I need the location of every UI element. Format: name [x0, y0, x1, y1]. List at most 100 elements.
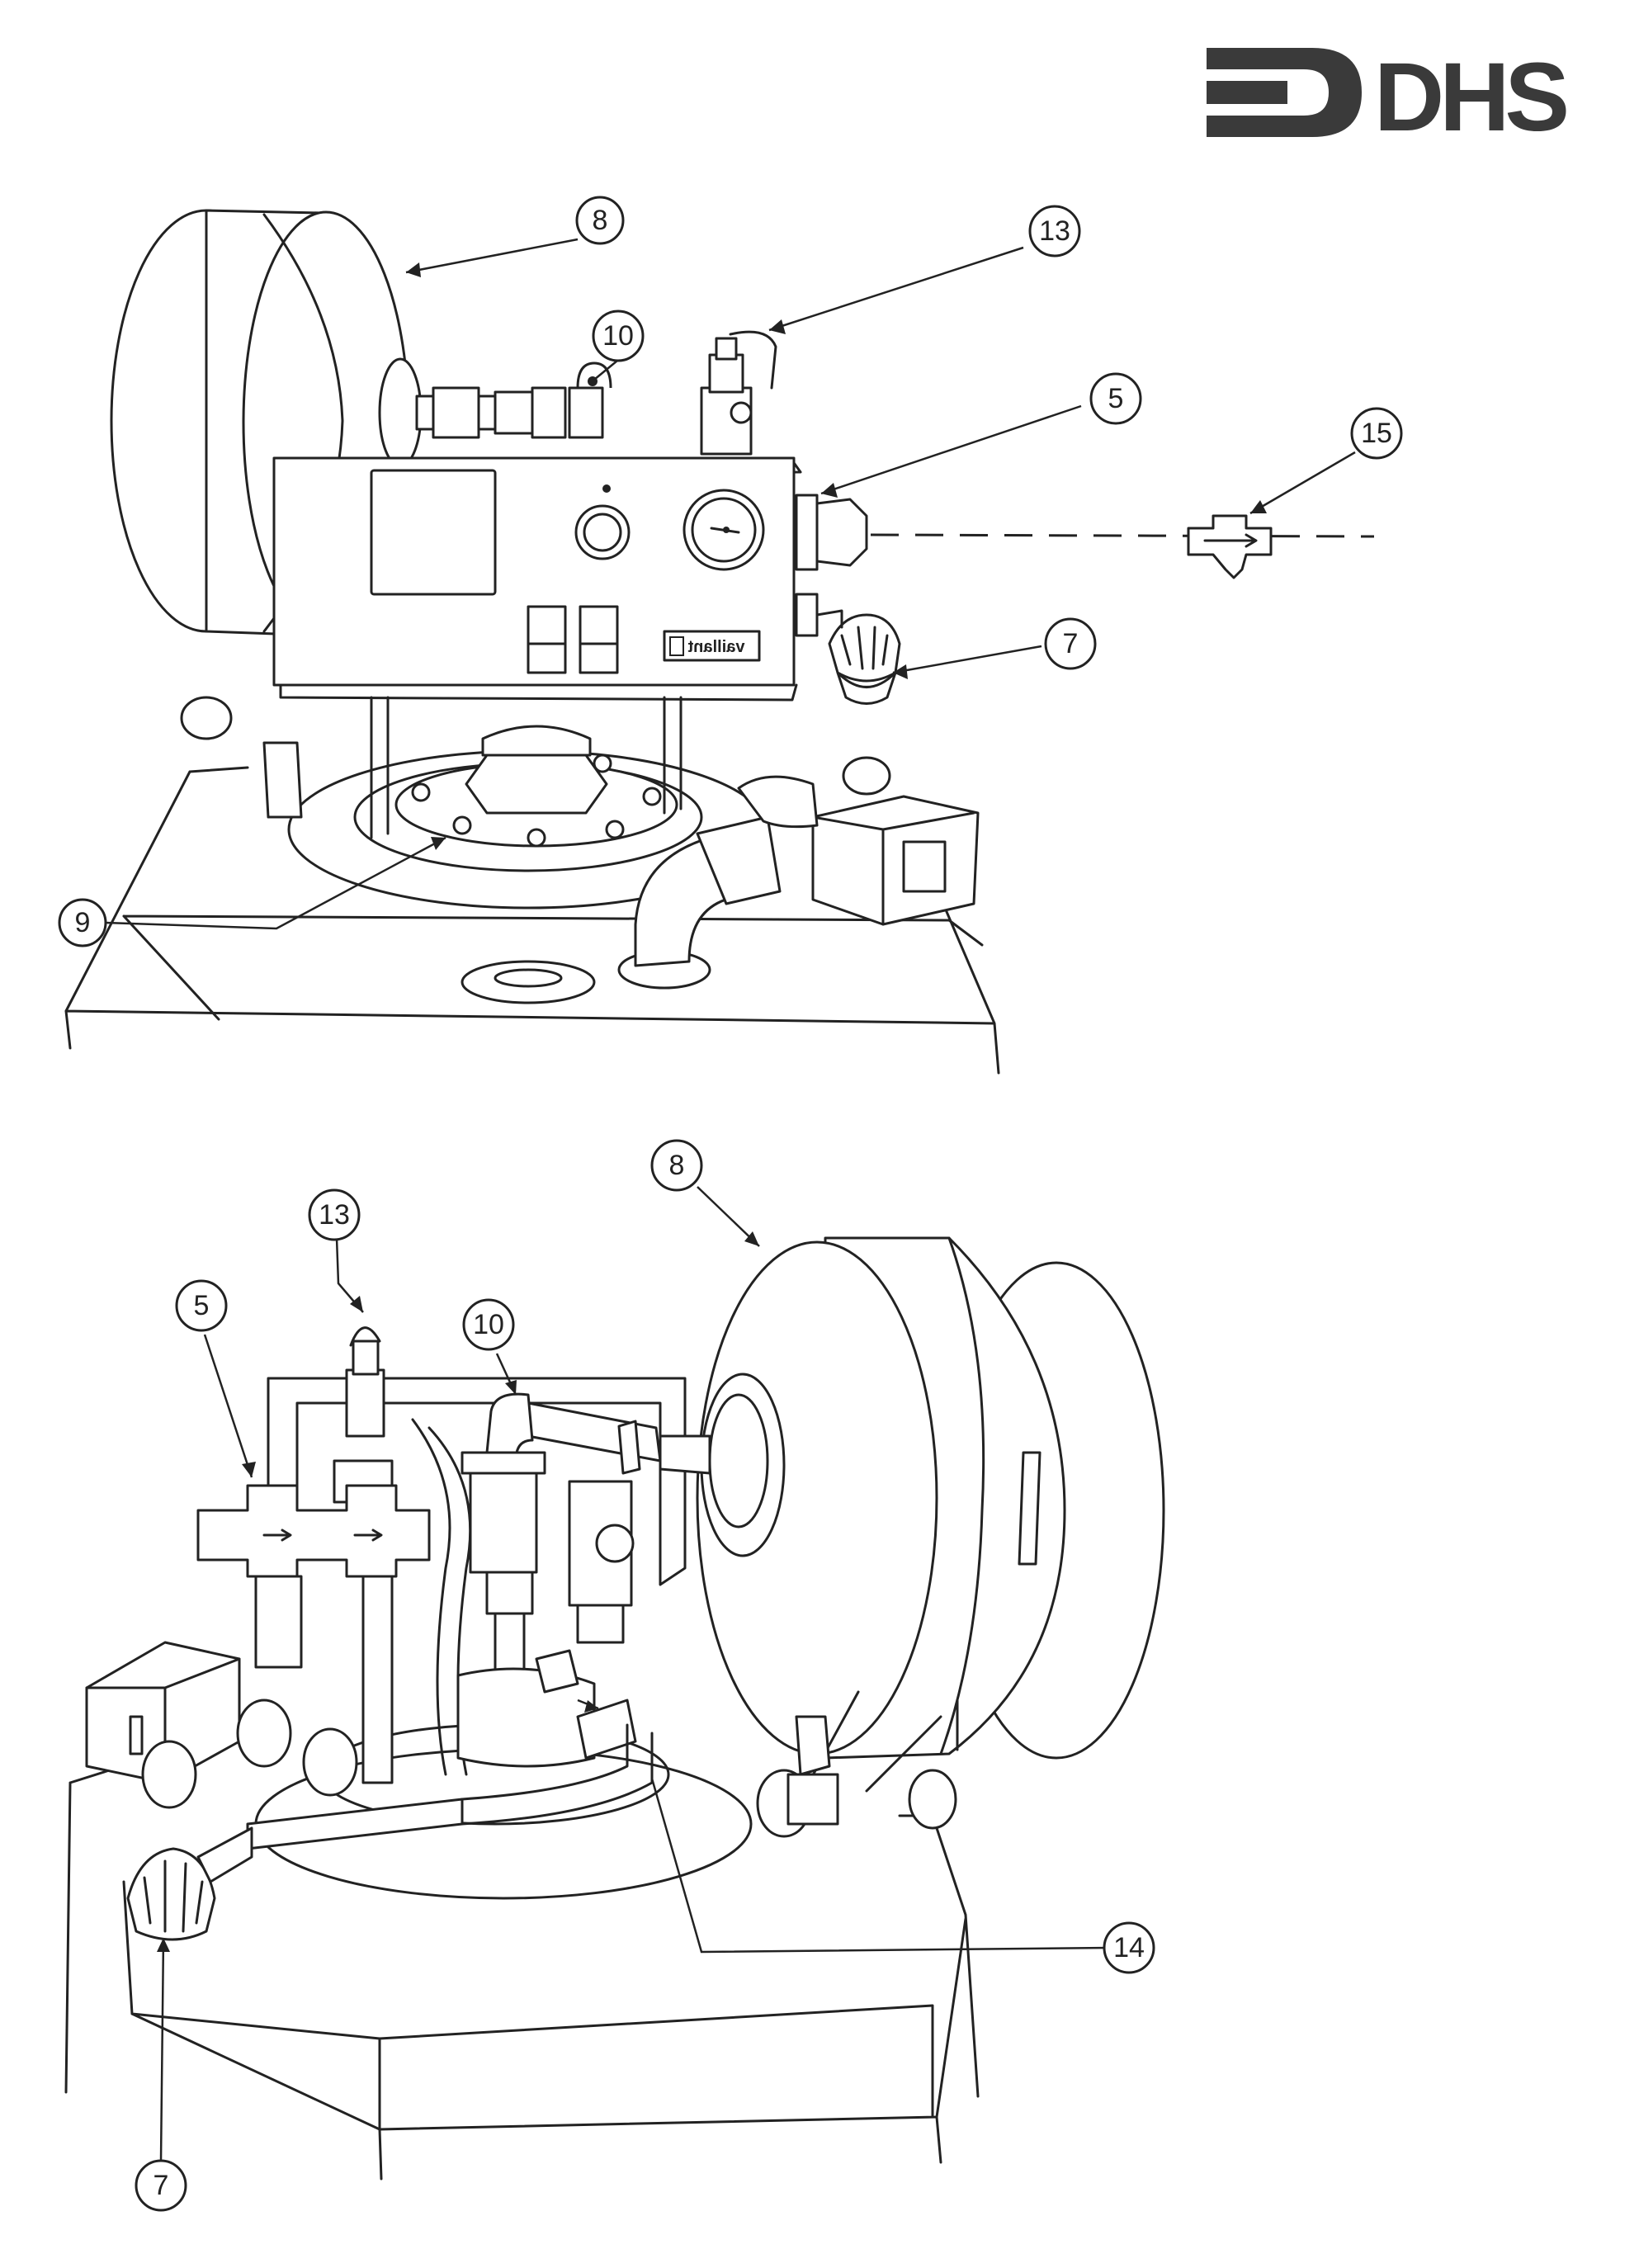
lower-callouts: 8 13 5 10 14 7 — [135, 1139, 1155, 2212]
upper-top-plate — [122, 914, 984, 1021]
pipe-nut — [432, 386, 480, 439]
vessel-port — [378, 357, 423, 468]
svg-text:13: 13 — [1039, 215, 1070, 247]
logo-arrow-icon — [1207, 48, 1362, 137]
return-hose-edge — [461, 1732, 654, 1826]
thermostat-knob-inner — [583, 513, 622, 552]
vessel-valve — [795, 1715, 831, 1776]
left-valve — [262, 741, 303, 819]
return-hose — [461, 1723, 629, 1801]
inlet-fitting — [795, 494, 819, 571]
svg-text:8: 8 — [593, 205, 608, 236]
drain-cap-lower-ribs — [143, 1859, 204, 1933]
callout-lower-14: 14 — [1103, 1921, 1155, 1974]
drain-cap-upper — [828, 613, 901, 683]
panel-display-window — [370, 469, 497, 596]
svg-text:8: 8 — [669, 1150, 685, 1181]
gauge-pivot — [723, 527, 730, 533]
svg-text:5: 5 — [194, 1290, 210, 1321]
svg-text:7: 7 — [154, 2170, 169, 2201]
left-fitting — [180, 696, 233, 740]
lower-fitting — [795, 593, 819, 637]
drain-hose — [411, 1418, 451, 1776]
svg-text:7: 7 — [1063, 628, 1079, 659]
safety-valve-screw — [730, 401, 753, 424]
bolt — [452, 815, 472, 835]
coupling — [696, 815, 782, 905]
upper-leaders — [105, 238, 1356, 930]
upper-view: vaillant — [64, 209, 1375, 1075]
fitting-collar — [461, 1451, 546, 1475]
pressure-gauge-dial — [691, 497, 757, 563]
lower-leaders — [157, 1186, 1111, 2162]
vessel-boss-outer — [700, 1373, 786, 1557]
pipe-coupling — [659, 1434, 711, 1475]
bottom-connector-inner — [494, 968, 563, 988]
panel-brand-label: vaillant — [687, 638, 744, 656]
callout-upper-8: 8 — [575, 196, 625, 245]
lower-view — [64, 1236, 1165, 2181]
dhs-logo: DHS — [1207, 43, 1571, 152]
pump-box-edges — [811, 811, 975, 926]
mode-switch[interactable] — [579, 605, 619, 674]
callout-lower-8: 8 — [650, 1139, 703, 1192]
inlet-nut — [815, 498, 868, 567]
inlet-pipe — [254, 1575, 303, 1669]
callout-upper-10: 10 — [592, 309, 645, 362]
vessel-pipe-lower — [527, 1401, 662, 1462]
lower-cylinder-sides — [378, 2115, 942, 2181]
pipe-socket — [236, 1699, 292, 1768]
safety-valve-lower-cap — [352, 1340, 380, 1376]
pipe-nut — [494, 390, 534, 435]
svg-text:5: 5 — [1108, 383, 1124, 414]
pipe-socket — [908, 1769, 957, 1830]
callout-lower-10: 10 — [462, 1298, 515, 1351]
pump-fitting — [842, 756, 891, 796]
svg-text:13: 13 — [319, 1199, 350, 1231]
inlet-valve-lower — [196, 1484, 431, 1578]
flow-arrows-icon — [262, 1529, 383, 1542]
anode-cap — [481, 725, 592, 757]
safety-valve-lever — [729, 330, 777, 390]
safety-valve-lower — [345, 1368, 385, 1438]
pump-box-window — [902, 840, 947, 893]
power-switch[interactable] — [527, 605, 567, 674]
panel-legs — [370, 696, 683, 839]
bolt — [411, 782, 431, 802]
relief-pipe — [361, 1575, 394, 1784]
safety-valve-cap — [715, 337, 738, 361]
fitting-nut — [485, 1571, 534, 1615]
svg-text:10: 10 — [473, 1309, 504, 1340]
callout-upper-5: 5 — [1089, 372, 1142, 425]
safety-valve-neck — [708, 353, 744, 394]
elbow-lower — [485, 1392, 534, 1462]
logo-text: DHS — [1374, 43, 1566, 152]
pump-connector — [737, 775, 819, 829]
pump-box-indicator — [129, 1715, 144, 1755]
bolt — [605, 820, 625, 839]
callout-upper-9: 9 — [58, 898, 107, 947]
callout-lower-13: 13 — [308, 1188, 361, 1241]
svg-text:14: 14 — [1113, 1932, 1145, 1963]
svg-text:9: 9 — [75, 907, 91, 938]
lower-top-plate — [122, 1880, 967, 2131]
vessel-band — [939, 1236, 985, 1755]
pump-head — [535, 1649, 579, 1694]
drain-cap-elbow — [196, 1826, 253, 1883]
flow-arrow-icon — [1203, 533, 1258, 548]
vessel-valve-body — [786, 1773, 839, 1826]
pipe-socket — [141, 1740, 197, 1809]
svg-text:15: 15 — [1361, 418, 1392, 449]
callout-upper-13: 13 — [1028, 205, 1081, 258]
valve-nut — [576, 1604, 625, 1644]
valve-port — [595, 1524, 635, 1563]
upper-cylinder-outline — [64, 766, 1000, 1075]
callout-lower-7: 7 — [135, 2159, 187, 2212]
upper-callouts: 8 13 10 5 15 7 9 — [58, 196, 1403, 947]
tee-fitting — [568, 361, 612, 439]
pump-outlet — [576, 1699, 637, 1760]
bolt — [593, 754, 612, 773]
drain-hose-horizontal — [246, 1798, 464, 1850]
bottom-connector — [461, 960, 596, 1004]
bolt — [527, 828, 546, 848]
